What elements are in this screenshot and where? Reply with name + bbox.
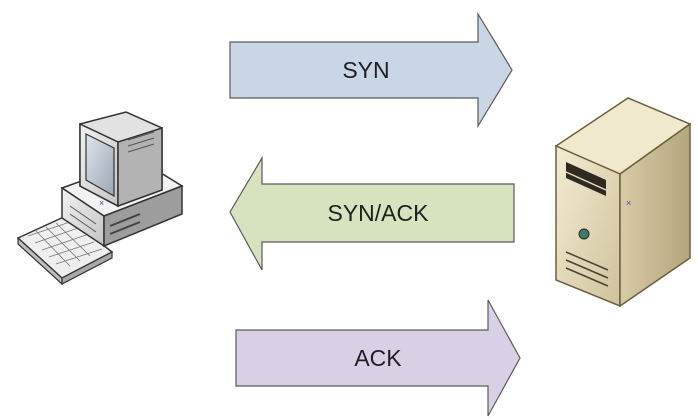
syn-label: SYN bbox=[342, 57, 389, 83]
synack-label: SYN/ACK bbox=[328, 200, 430, 226]
svg-text:×: × bbox=[99, 198, 104, 208]
syn-arrow-shape bbox=[229, 11, 513, 129]
synack-arrow: SYN/ACK bbox=[229, 155, 515, 271]
desktop-computer-icon: × bbox=[16, 111, 184, 286]
svg-text:×: × bbox=[626, 198, 631, 208]
ack-arrow-shape bbox=[235, 299, 521, 417]
syn-arrow: SYN bbox=[229, 11, 513, 129]
ack-arrow: ACK bbox=[235, 299, 521, 417]
ack-label: ACK bbox=[354, 345, 402, 371]
tower-server-icon: × bbox=[554, 97, 692, 308]
synack-arrow-shape bbox=[229, 155, 515, 271]
